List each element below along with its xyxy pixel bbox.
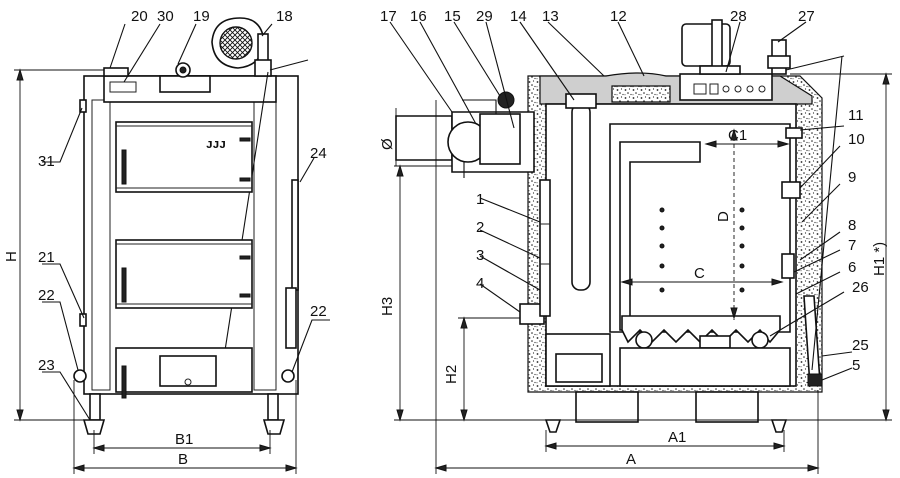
dim-B1: B1 bbox=[175, 431, 193, 448]
front-view: ᴊᴊᴊ H bbox=[3, 8, 330, 474]
callout-20: 20 bbox=[131, 8, 148, 25]
dim-D: D bbox=[715, 211, 732, 222]
side-fitting bbox=[79, 99, 87, 113]
callout-4: 4 bbox=[476, 275, 484, 292]
drain-valve-left bbox=[73, 369, 87, 383]
callout-1: 1 bbox=[476, 191, 484, 208]
callout-24: 24 bbox=[310, 145, 327, 162]
callout-3: 3 bbox=[476, 247, 484, 264]
combustion-chamber bbox=[609, 123, 791, 333]
callout-15: 15 bbox=[444, 8, 461, 25]
callout-8: 8 bbox=[848, 217, 856, 234]
grate-support-right bbox=[751, 331, 769, 349]
ash-box bbox=[555, 353, 603, 383]
callout-16: 16 bbox=[410, 8, 427, 25]
side-door-hinge bbox=[781, 253, 795, 279]
ash-damper bbox=[159, 355, 217, 387]
callout-6: 6 bbox=[848, 259, 856, 276]
flue-cleaning-lid bbox=[565, 93, 597, 109]
callout-13: 13 bbox=[542, 8, 559, 25]
callout-7: 7 bbox=[848, 237, 856, 254]
callout-2: 2 bbox=[476, 219, 484, 236]
flue-pipe bbox=[395, 115, 453, 161]
dim-H1: H1 *) bbox=[871, 242, 888, 276]
dim-A1: A1 bbox=[668, 429, 686, 446]
middle-door bbox=[115, 239, 253, 309]
ash-opening bbox=[699, 335, 731, 349]
front-left-pillar bbox=[91, 99, 111, 391]
callout-22-right: 22 bbox=[310, 303, 327, 320]
callout-30: 30 bbox=[157, 8, 174, 25]
side-section-view: C1 C D Ø H3 H2 H1 *) bbox=[379, 8, 892, 474]
callout-28: 28 bbox=[730, 8, 747, 25]
dim-C: C bbox=[694, 265, 705, 282]
callout-12: 12 bbox=[610, 8, 627, 25]
flue-tube bbox=[571, 103, 591, 291]
dim-diameter: Ø bbox=[379, 138, 396, 150]
baffle-plate bbox=[619, 141, 701, 331]
poker-tool bbox=[291, 179, 299, 291]
dim-B: B bbox=[178, 451, 188, 468]
callout-22-left: 22 bbox=[38, 287, 55, 304]
front-leg-right bbox=[267, 393, 279, 421]
dim-C1: C1 bbox=[728, 127, 747, 144]
callout-10: 10 bbox=[848, 131, 865, 148]
base-right bbox=[695, 391, 759, 423]
fan-assembly bbox=[211, 17, 272, 77]
callout-25: 25 bbox=[852, 337, 869, 354]
secondary-air-damper bbox=[781, 181, 801, 199]
left-wall-plates bbox=[539, 179, 551, 317]
callout-19: 19 bbox=[193, 8, 210, 25]
callout-27: 27 bbox=[798, 8, 815, 25]
callout-26: 26 bbox=[852, 279, 869, 296]
dim-A: A bbox=[626, 451, 636, 468]
front-control-panel bbox=[109, 81, 137, 93]
grate-support-left bbox=[635, 331, 653, 349]
front-leg-left bbox=[89, 393, 101, 421]
callout-23: 23 bbox=[38, 357, 55, 374]
fan-grille bbox=[219, 26, 253, 60]
callout-17: 17 bbox=[380, 8, 397, 25]
dim-H3: H3 bbox=[379, 297, 396, 316]
callout-5: 5 bbox=[852, 357, 860, 374]
callout-29: 29 bbox=[476, 8, 493, 25]
callout-31: 31 bbox=[38, 153, 55, 170]
callout-11: 11 bbox=[848, 107, 864, 124]
callout-14: 14 bbox=[510, 8, 527, 25]
ash-chamber bbox=[619, 347, 791, 387]
thermostat-knob bbox=[497, 91, 515, 109]
chamber-dot-rows bbox=[659, 207, 745, 293]
controller-panel bbox=[679, 73, 773, 101]
dim-H2: H2 bbox=[443, 365, 460, 384]
upper-door bbox=[115, 121, 253, 193]
dim-H: H bbox=[3, 251, 20, 262]
callout-21: 21 bbox=[38, 249, 55, 266]
door-logo: ᴊᴊᴊ bbox=[206, 136, 226, 151]
callout-18: 18 bbox=[276, 8, 293, 25]
callout-9: 9 bbox=[848, 169, 856, 186]
drain-valve-right bbox=[281, 369, 295, 383]
front-draft-regulator bbox=[159, 75, 211, 93]
front-thermometer bbox=[103, 67, 129, 77]
base-left bbox=[575, 391, 639, 423]
flue-connector bbox=[479, 113, 521, 165]
